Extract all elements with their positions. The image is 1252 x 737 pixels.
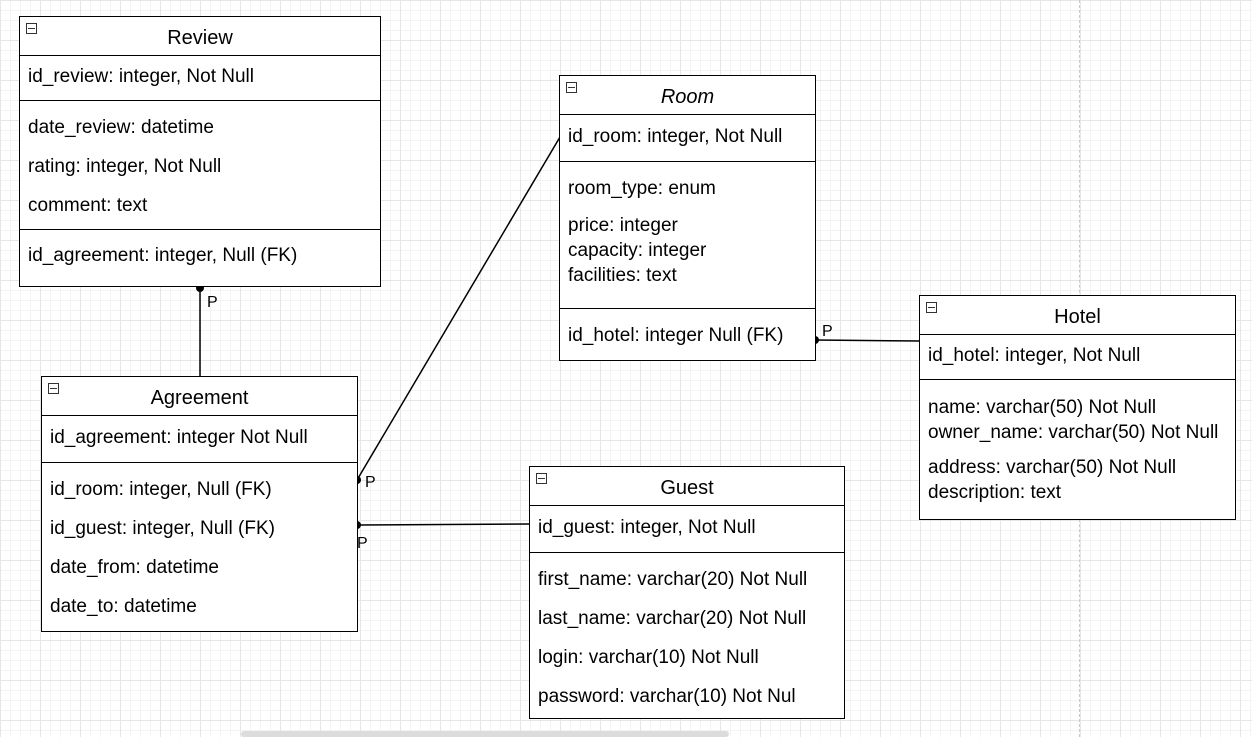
primary-key-section: id_room: integer, Not Null [560, 115, 815, 162]
entity-title: Guest [660, 477, 714, 499]
horizontal-scrollbar[interactable] [241, 731, 729, 737]
collapse-icon[interactable] [566, 82, 577, 93]
entity-title: Room [660, 86, 715, 108]
attribute[interactable]: last_name: varchar(20) Not Null [538, 608, 807, 629]
primary-key-section: id_agreement: integer Not Null [42, 416, 357, 463]
attribute[interactable]: facilities: text [568, 265, 677, 286]
attribute[interactable]: date_review: datetime [28, 117, 214, 138]
guest-entity[interactable]: Guest id_guest: integer, Not Null first_… [529, 466, 845, 719]
attribute[interactable]: comment: text [28, 195, 148, 216]
attribute[interactable]: capacity: integer [568, 240, 707, 261]
agreement-header[interactable]: Agreement [42, 377, 357, 416]
room-agreement-label: P [365, 474, 376, 491]
attributes-section: room_type: enum price: integer capacity:… [560, 162, 815, 309]
attribute[interactable]: id_guest: integer, Not Null [538, 517, 756, 538]
attribute[interactable]: first_name: varchar(20) Not Null [538, 569, 808, 590]
review-agreement-label: P [207, 294, 218, 311]
attribute[interactable]: id_hotel: integer Null (FK) [568, 325, 784, 346]
attribute[interactable]: date_to: datetime [50, 596, 197, 617]
attribute[interactable]: id_room: integer, Not Null [568, 126, 783, 147]
hotel-room-connector[interactable] [814, 339, 921, 342]
collapse-icon[interactable] [536, 473, 547, 484]
attribute[interactable]: description: text [928, 482, 1062, 503]
entity-title: Hotel [1054, 306, 1101, 328]
guest-agreement-label: P [357, 535, 368, 552]
primary-key-section: id_hotel: integer, Not Null [920, 335, 1235, 380]
collapse-icon[interactable] [48, 383, 59, 394]
attribute[interactable]: id_review: integer, Not Null [28, 66, 254, 87]
attribute[interactable]: name: varchar(50) Not Null [928, 397, 1157, 418]
attributes-section: id_room: integer, Null (FK) id_guest: in… [42, 463, 357, 618]
attribute[interactable]: price: integer [568, 215, 678, 236]
agreement-entity[interactable]: Agreement id_agreement: integer Not Null… [41, 376, 358, 632]
guest-header[interactable]: Guest [530, 467, 844, 506]
entity-title: Agreement [150, 387, 249, 409]
room-agreement-connector[interactable] [356, 136, 561, 481]
attribute[interactable]: id_agreement: integer, Null (FK) [28, 245, 298, 266]
attribute[interactable]: id_hotel: integer, Not Null [928, 345, 1141, 366]
foreign-key-section: id_agreement: integer, Null (FK) [20, 230, 380, 267]
attribute[interactable]: date_from: datetime [50, 557, 219, 578]
primary-key-section: id_guest: integer, Not Null [530, 506, 844, 553]
primary-key-section: id_review: integer, Not Null [20, 56, 380, 101]
attributes-section: date_review: datetime rating: integer, N… [20, 101, 380, 230]
attribute[interactable]: id_agreement: integer Not Null [50, 427, 308, 448]
hotel-entity[interactable]: Hotel id_hotel: integer, Not Null name: … [919, 295, 1236, 520]
hotel-header[interactable]: Hotel [920, 296, 1235, 335]
attributes-section: first_name: varchar(20) Not Null last_na… [530, 553, 844, 708]
attribute[interactable]: id_guest: integer, Null (FK) [50, 518, 275, 539]
attribute[interactable]: owner_name: varchar(50) Not Null [928, 422, 1219, 443]
attributes-section: name: varchar(50) Not Null owner_name: v… [920, 380, 1235, 505]
room-header[interactable]: Room [560, 76, 815, 115]
attribute[interactable]: id_room: integer, Null (FK) [50, 479, 272, 500]
collapse-icon[interactable] [26, 23, 37, 34]
attribute[interactable]: login: varchar(10) Not Null [538, 647, 759, 668]
foreign-key-section: id_hotel: integer Null (FK) [560, 309, 815, 347]
attribute[interactable]: rating: integer, Not Null [28, 156, 222, 177]
room-entity[interactable]: Room id_room: integer, Not Null room_typ… [559, 75, 816, 361]
entity-title: Review [167, 27, 233, 49]
attribute[interactable]: address: varchar(50) Not Null [928, 457, 1177, 478]
hotel-room-label: P [822, 323, 833, 340]
attribute[interactable]: room_type: enum [568, 178, 716, 199]
review-entity[interactable]: Review id_review: integer, Not Null date… [19, 16, 381, 287]
review-header[interactable]: Review [20, 17, 380, 56]
guest-agreement-connector[interactable] [356, 523, 531, 526]
collapse-icon[interactable] [926, 302, 937, 313]
attribute[interactable]: password: varchar(10) Not Nul [538, 686, 796, 707]
